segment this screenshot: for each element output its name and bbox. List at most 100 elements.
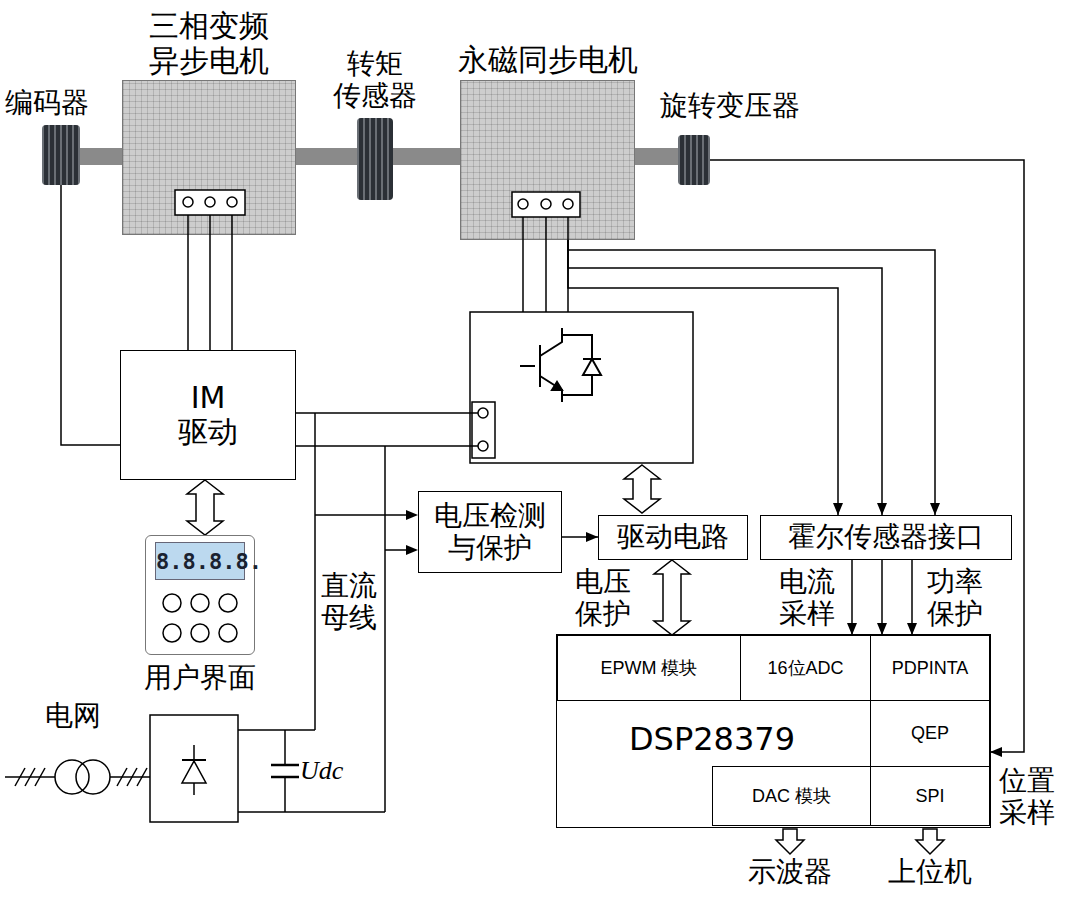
capacitor-symbol — [271, 730, 299, 812]
hollow-arrow — [624, 465, 660, 513]
signal-wire — [210, 235, 211, 350]
node-label: DAC 模块 — [752, 786, 831, 807]
wire-path — [568, 240, 935, 515]
signal-wire — [562, 532, 598, 542]
rectifier-box — [182, 761, 206, 783]
grid-label: 电网 — [45, 700, 101, 732]
node-label: SPI — [915, 786, 944, 807]
hollow-arrow — [654, 560, 690, 635]
wire-path — [61, 185, 120, 445]
induction-motor: 三相变频 异步电机 — [122, 80, 296, 235]
signal-wire — [877, 560, 887, 635]
edge-label: 功率 保护 — [924, 566, 986, 630]
device-label: 上位机 — [888, 856, 972, 888]
wire-path — [568, 240, 838, 515]
hollow-arrow — [916, 829, 944, 854]
rectifier-box — [150, 715, 238, 822]
dc-bus-wire — [296, 445, 478, 447]
inverter-box — [478, 408, 488, 418]
edge-label: 电压 保护 — [572, 566, 634, 630]
igbt-symbol — [552, 382, 562, 390]
node-label: 用户界面 — [144, 662, 256, 694]
node-label: 电压检测 与保护 — [430, 500, 550, 564]
grid-transformer — [117, 768, 127, 786]
capacitor-symbol — [284, 730, 286, 765]
signal-label: 位置 采样 — [996, 765, 1058, 829]
dc-bus-wire — [296, 412, 478, 414]
torque-sensor: 转矩 传感器 — [357, 118, 393, 200]
wire-path — [710, 160, 1024, 752]
wire-path — [231, 235, 233, 350]
dc-bus-wire — [314, 413, 316, 730]
signal-wire — [847, 560, 857, 635]
im-drive-box: IM 驱动 — [120, 350, 296, 480]
pmsm-wire — [522, 240, 524, 312]
dc-bus-wire — [238, 811, 385, 813]
module-box: QEP — [870, 700, 990, 767]
grid-transformer — [55, 760, 89, 794]
grid-transformer — [110, 776, 150, 778]
node-label: PDPINTA — [892, 658, 969, 679]
igbt-symbol — [583, 358, 601, 360]
edge-label: 电流 采样 — [776, 566, 838, 630]
igbt-symbol — [520, 365, 535, 367]
wire-path — [187, 235, 189, 350]
dc-bus-wire — [238, 729, 315, 731]
grid-transformer — [76, 760, 110, 794]
hollow-arrow — [654, 560, 690, 635]
user-interface: 8.8.8.8.用户界面 — [145, 535, 255, 655]
grid-transformer — [5, 760, 150, 794]
igbt-symbol — [539, 345, 541, 387]
signal-wire — [568, 240, 887, 515]
inverter-box — [470, 312, 693, 463]
node-label: 编码器 — [5, 87, 89, 119]
arrow-head — [406, 510, 418, 555]
module-box: PDPINTA — [870, 635, 990, 701]
grid-transformer — [15, 768, 25, 786]
module-box: EPWM 模块 — [557, 635, 741, 701]
grid-transformer — [35, 768, 45, 786]
dc-bus-wire — [315, 514, 408, 516]
capacitor-symbol — [284, 777, 286, 812]
igbt-symbol — [583, 359, 601, 375]
module-box: DAC 模块 — [712, 766, 871, 826]
signal-wire — [61, 185, 120, 445]
pmsm-wire — [545, 240, 547, 312]
arrow-head — [990, 747, 1002, 757]
inverter-box — [470, 312, 693, 463]
hollow-arrow — [187, 480, 223, 535]
grid-transformer — [25, 768, 35, 786]
node-label: 霍尔传感器接口 — [788, 521, 984, 553]
igbt-symbol — [540, 376, 562, 402]
igbt-symbol — [540, 328, 562, 356]
node-label: QEP — [911, 723, 949, 744]
grid-transformer — [137, 768, 147, 786]
capacitor-symbol — [271, 764, 299, 767]
signal-wire — [568, 240, 843, 515]
module-box: 16位ADC — [740, 635, 871, 701]
grid-transformer — [127, 768, 137, 786]
dc-bus-wire — [385, 549, 408, 551]
node-label: EPWM 模块 — [601, 658, 698, 679]
signal-wire — [568, 240, 940, 515]
node-label: 16位ADC — [767, 658, 843, 679]
arrow-head — [833, 503, 843, 515]
resolver: 旋转变压器 — [678, 135, 710, 185]
arrow-head — [586, 532, 598, 542]
dc-bus-wire — [384, 446, 386, 812]
arrow-head — [930, 503, 940, 515]
node-label: 永磁同步电机 — [458, 43, 638, 78]
display-readout: 8.8.8.8. — [155, 542, 245, 580]
rectifier-box — [150, 715, 238, 822]
module-box: SPI — [870, 766, 990, 826]
igbt-symbol — [520, 328, 601, 402]
signal-wire — [710, 160, 1024, 757]
node-label: 驱动电路 — [617, 521, 729, 553]
arrow-head — [406, 545, 418, 555]
hollow-arrow — [187, 480, 223, 535]
rectifier-box — [182, 759, 206, 761]
inverter-box — [478, 441, 488, 451]
inverter-box — [472, 402, 495, 458]
driver-circuit-box: 驱动电路 — [598, 515, 748, 560]
wire-path — [568, 240, 882, 515]
